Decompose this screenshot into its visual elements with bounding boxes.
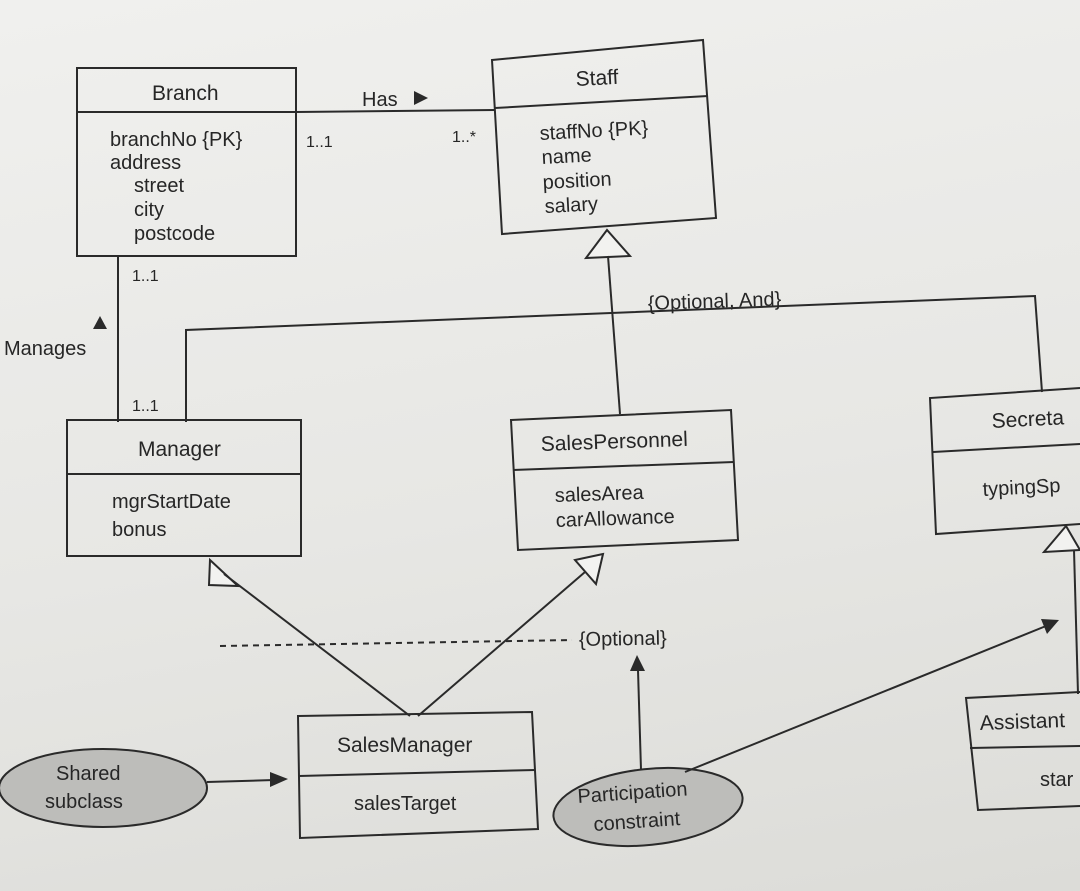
staff-attr-position: position [542,168,612,194]
branch-attr-postcode: postcode [134,223,215,245]
salespersonnel-generalization-triangle-icon [573,552,605,587]
branch-attr-city: city [134,199,164,221]
staff-salespersonnel-generalization-line [607,255,621,415]
class-salesmanager: SalesManager salesTarget [296,710,540,840]
salesmanager-manager-generalization-line [223,573,411,717]
class-secretary-name: Secreta [991,406,1065,433]
branch-attr-address: address [110,152,181,174]
optional-and-constraint-line [185,294,1043,422]
branch-attr-branchno: branchNo {PK} [110,129,243,151]
participation-to-optional-arrowhead-icon [630,655,645,671]
shared-subclass-text-line1: Shared [56,763,121,785]
shared-subclass-text-line2: subclass [45,791,123,813]
shared-subclass-arrowhead-icon [270,772,288,787]
class-staff-name: Staff [575,66,619,91]
has-direction-arrow-icon [414,91,428,105]
staff-generalization-triangle-icon [583,228,633,260]
secretary-attr-typingspeed: typingSp [982,475,1061,501]
manager-attr-bonus: bonus [112,519,167,541]
class-assistant: Assistant star [964,691,1080,812]
staff-attr-salary: salary [544,193,598,218]
branch-attr-street: street [134,175,184,197]
class-salespersonnel-name: SalesPersonnel [540,428,688,456]
assistant-attr-start: star [1040,769,1074,791]
manager-attr-mgrstartdate: mgrStartDate [112,491,231,513]
manages-direction-arrow-icon [93,316,107,329]
class-manager-name: Manager [138,438,221,461]
optional-and-constraint-label: {Optional, And} [647,288,781,315]
optional-constraint-dashed-line [219,639,573,647]
has-mult-staff: 1..* [452,129,476,146]
class-secretary: Secreta typingSp [928,387,1080,536]
participation-to-optional-and-pointer-line [684,625,1047,773]
class-salespersonnel: SalesPersonnel salesArea carAllowance [509,408,740,552]
secretary-generalization-triangle-icon [1041,524,1080,554]
participation-to-optional-and-arrowhead-icon [1041,619,1059,634]
salespersonnel-attr-salesarea: salesArea [554,482,645,507]
shared-subclass-pointer-line [206,779,275,783]
callout-shared-subclass: Shared subclass [0,748,208,828]
has-association-line [295,109,496,113]
has-association-label: Has [362,89,398,111]
class-salesmanager-name: SalesManager [337,734,472,757]
staff-attr-name: name [541,144,592,169]
class-staff: Staff staffNo {PK} name position salary [490,38,718,236]
manages-association-label: Manages [4,338,86,360]
staff-attr-staffno: staffNo {PK} [539,117,649,145]
salesmanager-attr-salestarget: salesTarget [354,793,457,815]
manages-mult-manager: 1..1 [132,398,159,415]
manages-mult-branch: 1..1 [132,268,159,285]
salespersonnel-attr-carallowance: carAllowance [555,506,675,532]
class-branch: Branch branchNo {PK} address street city… [76,67,297,257]
optional-constraint-label: {Optional} [579,627,668,651]
participation-to-optional-pointer-line [637,669,642,771]
assistant-secretary-generalization-line [1073,549,1079,695]
class-branch-name: Branch [152,82,219,105]
has-mult-branch: 1..1 [306,134,333,151]
class-manager: Manager mgrStartDate bonus [66,419,302,557]
salesmanager-salespersonnel-generalization-line [417,571,586,717]
class-assistant-name: Assistant [979,709,1065,735]
callout-participation-constraint: Participation constraint [552,766,744,848]
